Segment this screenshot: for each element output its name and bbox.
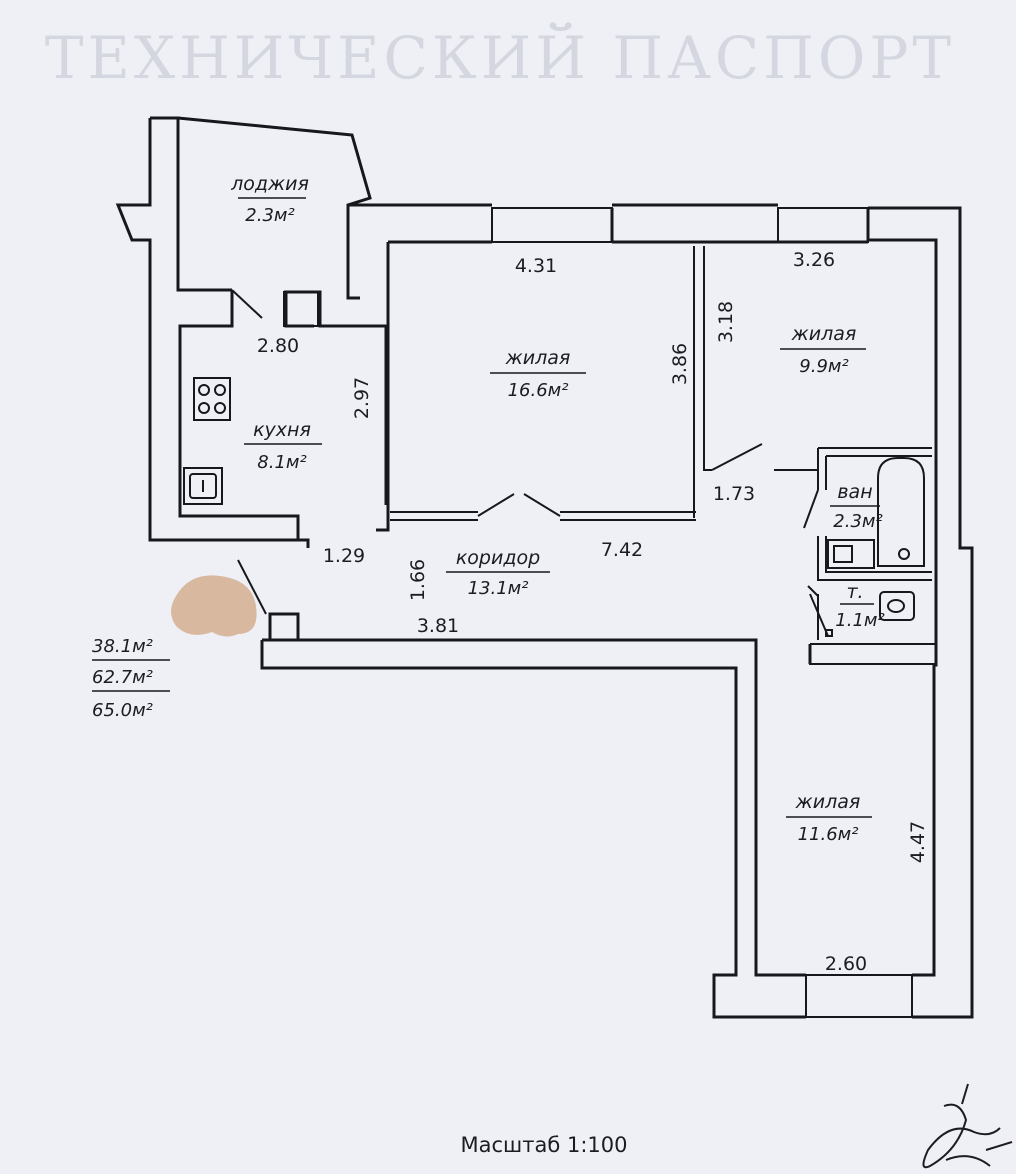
- vent-shaft: [283, 291, 319, 327]
- walls: [115, 116, 974, 1019]
- bath-door: [803, 489, 819, 529]
- area-totals: 38.1м² 62.7м² 65.0м²: [92, 636, 170, 721]
- living1-bottom-wall: [390, 511, 696, 521]
- room-bath: ван 2.3м²: [830, 481, 883, 532]
- dim-corridor-length: 7.42: [601, 539, 643, 561]
- toilet-icon: [879, 591, 915, 621]
- room-name: коридор: [456, 547, 540, 569]
- loggia-rail: [177, 116, 372, 300]
- room-name: лоджия: [230, 173, 309, 195]
- room-wc: т. 1.1м²: [835, 581, 884, 631]
- dim-corridor-width: 1.66: [407, 559, 429, 601]
- kitchen-sink-icon: [183, 467, 223, 505]
- room-area: 2.3м²: [245, 205, 294, 226]
- loggia-door: [231, 289, 263, 319]
- dim-living3-width: 2.60: [825, 953, 867, 975]
- room-area: 16.6м²: [508, 380, 569, 401]
- room-area: 11.6м²: [798, 824, 859, 845]
- scale-label: Масштаб 1:100: [461, 1133, 628, 1157]
- kitchen-bottom: [296, 516, 310, 548]
- room-living3: жилая 11.6м²: [786, 791, 872, 845]
- bathtub-icon: [877, 457, 925, 567]
- living3-top-wall: [808, 644, 938, 665]
- corridor-stub: [825, 629, 833, 637]
- room-area: 13.1м²: [468, 578, 529, 599]
- header-text: ТЕХНИЧЕСКИЙ ПАСПОРТ: [45, 22, 955, 92]
- living1-living2-wall: [693, 246, 712, 518]
- room-area: 2.3м²: [833, 511, 882, 532]
- living1-door: [477, 493, 561, 517]
- window-living1: [491, 207, 613, 243]
- loggia-wall: [115, 116, 300, 542]
- room-name: кухня: [253, 419, 311, 441]
- washbasin-icon: [827, 539, 875, 569]
- total-area-with-loggia: 65.0м²: [92, 700, 153, 721]
- room-name: жилая: [505, 347, 571, 369]
- dim-living3-depth: 4.47: [907, 821, 929, 863]
- room-loggia: лоджия 2.3м²: [230, 173, 309, 226]
- room-kitchen: кухня 8.1м²: [244, 419, 322, 473]
- room-living1: жилая 16.6м²: [490, 347, 586, 401]
- total-living-area: 38.1м²: [92, 636, 153, 657]
- room-area: 9.9м²: [799, 356, 848, 377]
- dim-passage: 1.73: [713, 483, 755, 505]
- signature: [922, 1083, 1013, 1169]
- dim-living2-depth: 3.18: [715, 301, 737, 343]
- room-corridor: коридор 13.1м²: [446, 547, 550, 599]
- bath-wall: [817, 447, 932, 581]
- dim-corridor-lower: 3.81: [417, 615, 459, 637]
- dim-living2-width: 3.26: [793, 249, 835, 271]
- room-name: ван: [837, 481, 872, 503]
- room-name: т.: [846, 581, 863, 603]
- dim-living1-depth: 3.86: [669, 343, 691, 385]
- room-name: жилая: [791, 323, 857, 345]
- inner-wall-top: [388, 208, 868, 244]
- window-living3: [805, 974, 913, 1018]
- room-area: 1.1м²: [835, 610, 884, 631]
- dim-entrance: 1.29: [323, 545, 365, 567]
- entry-door: [237, 559, 267, 615]
- total-area: 62.7м²: [92, 667, 153, 688]
- dimensions: 4.31 3.26 3.86 3.18 2.80 2.97 7.42 3.81 …: [257, 249, 929, 975]
- redaction-mark: [171, 575, 257, 637]
- living2-door: [711, 443, 763, 471]
- room-living2: жилая 9.9м²: [780, 323, 866, 377]
- outer-wall-top: [348, 203, 974, 1019]
- dim-kitchen-width: 2.80: [257, 335, 299, 357]
- corridor-lower-wall: [260, 612, 806, 1019]
- room-name: жилая: [795, 791, 861, 813]
- living1-left-wall: [376, 242, 390, 532]
- dim-living1-width: 4.31: [515, 255, 557, 277]
- room-area: 8.1м²: [257, 452, 306, 473]
- stove-icon: [193, 377, 231, 421]
- window-living2: [777, 207, 869, 243]
- fixtures: [183, 377, 925, 637]
- dim-kitchen-depth: 2.97: [351, 377, 373, 419]
